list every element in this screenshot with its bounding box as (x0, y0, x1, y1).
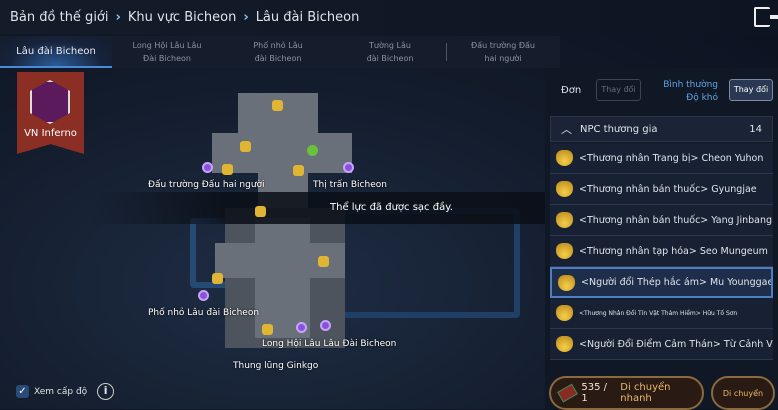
list-item[interactable]: <Thương nhân tạp hóa> Seo Mungeum (550, 236, 773, 267)
difficulty-label: Độ khó (686, 93, 718, 103)
tab-divider (446, 43, 447, 61)
portal-marker-icon[interactable] (343, 162, 354, 173)
npc-name: <Thương nhân tạp hóa> Seo Mungeum (579, 245, 768, 257)
map-label-valley[interactable]: Thung lũng Ginkgo (233, 361, 319, 371)
guild-emblem-icon (30, 80, 70, 124)
group-title: NPC thương gia (580, 123, 658, 135)
change-mode-button[interactable]: Thay đổi (596, 79, 641, 101)
portal-marker-icon[interactable] (198, 290, 209, 301)
fast-travel-button[interactable]: 535 / 1 Di chuyển nhanh (549, 376, 704, 410)
area-tabs: Lâu đài Bicheon Long Hội Lâu Lâu Đài Bic… (0, 36, 560, 68)
npc-group-header[interactable]: ︿ NPC thương gia 14 (550, 116, 773, 142)
merchant-marker-icon[interactable] (240, 141, 251, 152)
breadcrumb-current: Lâu đài Bicheon (255, 9, 360, 25)
gold-bag-icon (558, 274, 575, 291)
map-building (212, 133, 352, 173)
map-label-alley[interactable]: Phố nhỏ Lâu đài Bicheon (148, 308, 260, 318)
npc-marker-icon[interactable] (307, 145, 318, 156)
list-item[interactable]: <Thương nhân bán thuốc> Gyungjae (550, 174, 773, 205)
info-icon[interactable]: i (97, 383, 115, 400)
gold-bag-icon (556, 305, 573, 321)
npc-name: <Người đổi Thép hắc ám> Mu Younggaek (581, 277, 773, 288)
gold-bag-icon (556, 181, 573, 197)
water (330, 208, 520, 318)
fast-travel-label: Di chuyển nhanh (620, 382, 671, 404)
gold-bag-icon (556, 336, 573, 352)
server-banner: VN Inferno (17, 72, 84, 154)
merchant-marker-icon[interactable] (212, 273, 223, 284)
exit-icon[interactable] (754, 7, 778, 27)
npc-name: <Người Đổi Điểm Cảm Thán> Từ Cảnh Vũ (579, 338, 773, 350)
gold-bag-icon (556, 243, 573, 259)
breadcrumb-world-map[interactable]: Bản đồ thế giới (10, 9, 109, 25)
tab-wall[interactable]: Tường Lâu đài Bicheon (366, 41, 414, 63)
scroll-count: 535 / 1 (581, 382, 608, 404)
list-item-selected[interactable]: <Người đổi Thép hắc ám> Mu Younggaek (550, 267, 773, 298)
difficulty-row: Đơn Thay đổi Bình thường Độ khó Thay đổi (545, 76, 778, 116)
difficulty-value: Bình thường (663, 80, 718, 90)
tab-arena[interactable]: Đấu trường Đấu hai người (471, 41, 535, 63)
chevron-right-icon: › (115, 9, 121, 25)
tab-castle[interactable]: Lâu đài Bicheon (0, 36, 112, 68)
breadcrumb: Bản đồ thế giới › Khu vực Bicheon › Lâu đà… (0, 0, 778, 34)
npc-name: <Thương nhân bán thuốc> Gyungjae (579, 183, 757, 195)
checkbox-checked-icon[interactable]: ✓ (16, 385, 29, 398)
merchant-marker-icon[interactable] (222, 164, 233, 175)
map-building (238, 93, 318, 133)
show-level-label: Xem cấp độ (34, 386, 88, 397)
move-button[interactable]: Di chuyển (711, 376, 775, 410)
toast-message: Thể lực đã được sạc đầy. (90, 192, 545, 224)
chevron-up-icon: ︿ (561, 123, 572, 136)
mode-label: Đơn (561, 85, 582, 96)
merchant-marker-icon[interactable] (318, 256, 329, 267)
merchant-marker-icon[interactable] (262, 324, 273, 335)
list-item[interactable]: <Người Đổi Điểm Cảm Thán> Từ Cảnh Vũ (550, 329, 773, 360)
tab-dragon-hall[interactable]: Long Hội Lâu Lâu Đài Bicheon (132, 41, 202, 63)
merchant-marker-icon[interactable] (272, 100, 283, 111)
breadcrumb-region[interactable]: Khu vực Bicheon (127, 9, 237, 25)
merchant-marker-icon[interactable] (293, 165, 304, 176)
gold-bag-icon (556, 150, 573, 166)
list-item[interactable]: <Thương nhân Trang bị> Cheon Yuhon (550, 143, 773, 174)
npc-name: <Thương Nhân Đổi Tín Vật Thám Hiểm> Hữu … (579, 309, 738, 317)
chevron-right-icon: › (243, 9, 249, 25)
server-name: VN Inferno (24, 128, 77, 139)
map-label-arena[interactable]: Đấu trường Đấu hai người (148, 180, 265, 190)
list-item[interactable]: <Thương nhân bán thuốc> Yang Jinbang (550, 205, 773, 236)
npc-name: <Thương nhân bán thuốc> Yang Jinbang (579, 214, 773, 226)
scroll-item-icon (557, 383, 579, 403)
gold-bag-icon (556, 212, 573, 228)
tab-alley[interactable]: Phố nhỏ Lâu đài Bicheon (253, 41, 303, 63)
portal-marker-icon[interactable] (320, 320, 331, 331)
map-area[interactable]: Đấu trường Đấu hai người Thị trấn Bicheo… (0, 68, 545, 409)
map-label-dragon-hall[interactable]: Long Hội Lâu Lâu Đài Bicheon (262, 339, 397, 349)
merchant-marker-icon[interactable] (255, 206, 266, 217)
npc-list: <Thương nhân Trang bị> Cheon Yuhon <Thươ… (550, 143, 773, 360)
change-difficulty-button[interactable]: Thay đổi (729, 79, 773, 101)
npc-panel: Đơn Thay đổi Bình thường Độ khó Thay đổi… (545, 68, 778, 410)
list-item[interactable]: <Thương Nhân Đổi Tín Vật Thám Hiểm> Hữu … (550, 298, 773, 329)
group-count: 14 (749, 123, 762, 135)
map-building (255, 218, 310, 338)
show-level-toggle[interactable]: ✓ Xem cấp độ i (16, 383, 115, 400)
portal-marker-icon[interactable] (202, 162, 213, 173)
npc-name: <Thương nhân Trang bị> Cheon Yuhon (579, 152, 764, 164)
portal-marker-icon[interactable] (296, 322, 307, 333)
map-label-town[interactable]: Thị trấn Bicheon (313, 180, 387, 190)
